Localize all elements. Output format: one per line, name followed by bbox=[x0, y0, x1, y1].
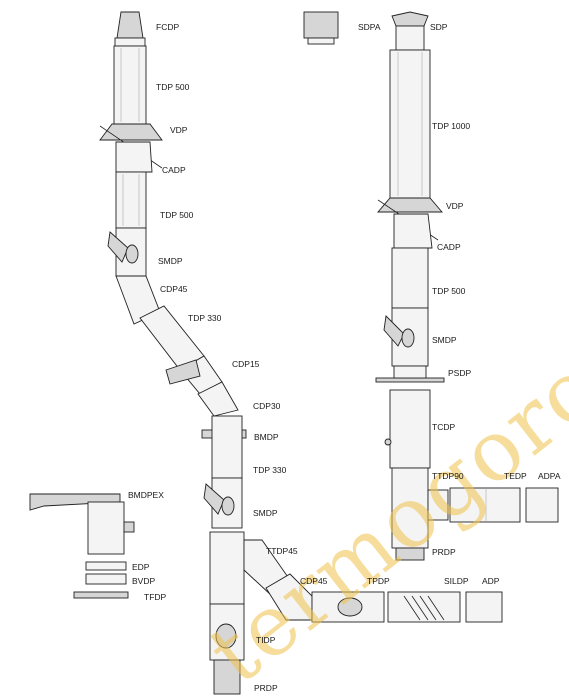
psdp-part bbox=[375, 377, 445, 383]
edp-main-part bbox=[87, 501, 125, 555]
label-tedp: TEDP bbox=[504, 471, 527, 481]
label-bmdp: BMDP bbox=[254, 432, 279, 442]
tedp-part bbox=[449, 487, 521, 523]
prdp-part-2 bbox=[395, 547, 425, 561]
label-prdp: PRDP bbox=[254, 683, 278, 693]
label-cadp-2: CADP bbox=[437, 242, 461, 252]
left-labels: FCDP TDP 500 VDP CADP TDP 500 SMDP CDP45… bbox=[156, 22, 500, 693]
label-sildp: SILDP bbox=[444, 576, 469, 586]
vdp-part bbox=[99, 123, 163, 141]
cadp-part bbox=[115, 141, 153, 173]
sildp-part bbox=[387, 591, 461, 623]
tdp500-part-2 bbox=[115, 171, 147, 229]
label-vdp-2: VDP bbox=[446, 201, 464, 211]
label-fcdp: FCDP bbox=[156, 22, 179, 32]
tdp500-part bbox=[113, 45, 147, 125]
label-bmdpex: BMDPEX bbox=[128, 490, 164, 500]
tdp1000-part bbox=[389, 49, 431, 199]
ttdp90-part bbox=[391, 467, 429, 549]
label-adpa: ADPA bbox=[538, 471, 561, 481]
fcdp-part bbox=[116, 11, 144, 39]
bvdp-part bbox=[85, 573, 127, 585]
label-cdp15: CDP15 bbox=[232, 359, 260, 369]
ttdp45-part bbox=[209, 531, 245, 605]
label-tfdp: TFDP bbox=[144, 592, 167, 602]
label-ttdp90: TTDP90 bbox=[432, 471, 464, 481]
aside-components bbox=[29, 493, 135, 599]
bmdpex-part bbox=[29, 493, 121, 511]
left-pipe-stack bbox=[99, 11, 503, 695]
label-vdp: VDP bbox=[170, 125, 188, 135]
label-tidp: TIDP bbox=[256, 635, 276, 645]
label-tpdp: TPDP bbox=[367, 576, 390, 586]
label-sdp: SDP bbox=[430, 22, 448, 32]
label-tdp500-3: TDP 500 bbox=[432, 286, 466, 296]
prdp-part bbox=[213, 659, 241, 695]
tdp500-part-3 bbox=[391, 247, 429, 309]
cdp30-part bbox=[197, 381, 239, 417]
aside-labels: BMDPEX EDP BVDP TFDP bbox=[128, 490, 167, 602]
watermark-text: termogorod.ru bbox=[191, 225, 569, 700]
label-tdp330-2: TDP 330 bbox=[253, 465, 287, 475]
tdp330-part-2 bbox=[211, 415, 243, 479]
label-adp: ADP bbox=[482, 576, 500, 586]
label-tdp500-2: TDP 500 bbox=[160, 210, 194, 220]
label-smdp-3: SMDP bbox=[432, 335, 457, 345]
label-cdp30: CDP30 bbox=[253, 401, 281, 411]
right-labels: SDPA SDP TDP 1000 VDP CADP TDP 500 SMDP … bbox=[358, 22, 561, 557]
adpa-part bbox=[525, 487, 559, 523]
label-ttdp45: TTDP45 bbox=[266, 546, 298, 556]
label-tdp500: TDP 500 bbox=[156, 82, 190, 92]
label-bvdp: BVDP bbox=[132, 576, 155, 586]
label-cadp: CADP bbox=[162, 165, 186, 175]
tfdp-part bbox=[73, 591, 129, 599]
label-psdp: PSDP bbox=[448, 368, 471, 378]
label-tcdp: TCDP bbox=[432, 422, 455, 432]
label-sdpa: SDPA bbox=[358, 22, 381, 32]
label-edp: EDP bbox=[132, 562, 150, 572]
right-pipe-stack bbox=[303, 11, 559, 561]
label-cdp45-2: CDP45 bbox=[300, 576, 328, 586]
vdp-part-2 bbox=[377, 197, 443, 213]
label-smdp: SMDP bbox=[158, 256, 183, 266]
sdp-part bbox=[391, 11, 429, 27]
edp-part bbox=[85, 561, 127, 571]
label-tdp1000: TDP 1000 bbox=[432, 121, 470, 131]
label-prdp-2: PRDP bbox=[432, 547, 456, 557]
cadp-part-2 bbox=[393, 213, 433, 249]
adp-part bbox=[465, 591, 503, 623]
label-tdp330: TDP 330 bbox=[188, 313, 222, 323]
label-cdp45: CDP45 bbox=[160, 284, 188, 294]
label-smdp-2: SMDP bbox=[253, 508, 278, 518]
tcdp-part bbox=[389, 389, 431, 469]
sdpa-part bbox=[303, 11, 339, 39]
